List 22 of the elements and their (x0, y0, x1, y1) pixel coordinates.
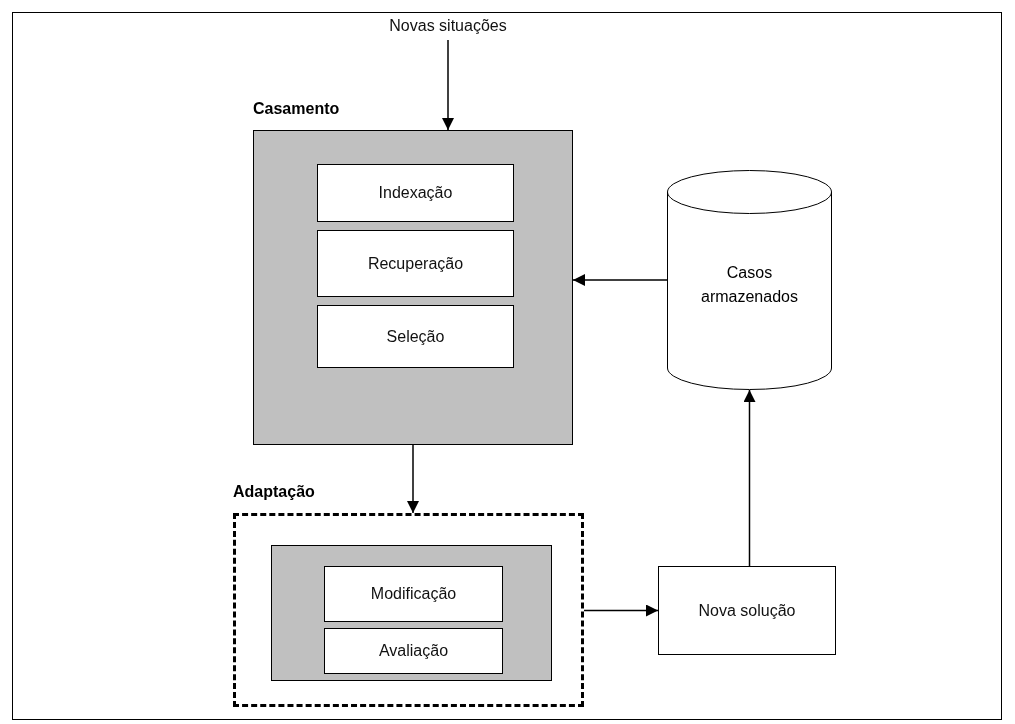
arrow (407, 444, 419, 514)
process-box (324, 628, 503, 674)
node-label: Avaliação (378, 641, 449, 662)
arrow (743, 389, 756, 567)
group-heading: Casamento (253, 100, 340, 118)
process-box (324, 566, 503, 622)
node-label: Casos armazenados (700, 263, 799, 307)
arrow (583, 604, 659, 617)
process-box (317, 230, 514, 297)
node-label: Modificação (370, 584, 457, 605)
node-label: Seleção (386, 326, 445, 347)
process-box (658, 566, 836, 655)
group-heading: Adaptação (233, 483, 315, 501)
process-box (317, 305, 514, 368)
node-label: Novas situações (389, 16, 507, 37)
process-box (317, 164, 514, 222)
inner-panel (271, 545, 552, 681)
node-label: Indexação (378, 183, 453, 204)
node-label: Nova solução (698, 600, 796, 621)
arrow (572, 274, 668, 286)
node-label: Recuperação (367, 253, 464, 274)
arrow (442, 39, 454, 131)
